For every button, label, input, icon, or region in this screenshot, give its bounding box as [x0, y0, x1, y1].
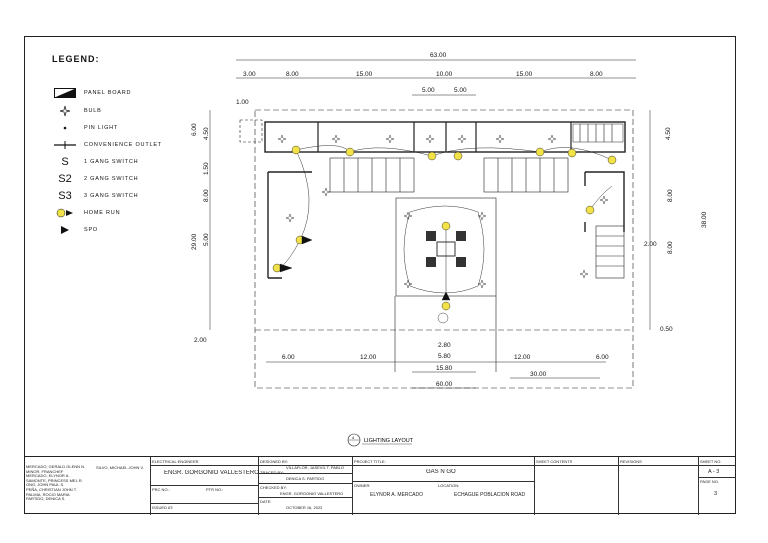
legend-item-home-run: HOME RUN: [52, 206, 120, 220]
dim-left: 8.00: [203, 189, 210, 202]
switch-symbol: S2: [58, 173, 72, 185]
dim-bottom: 2.80: [438, 342, 451, 349]
dim-top: 3.00: [243, 71, 256, 78]
legend-label: PIN LIGHT: [84, 125, 119, 131]
legend-label: BULB: [84, 108, 102, 114]
sheet-no: A - 3: [708, 469, 720, 475]
legend-item-panel-board: PANEL BOARD: [52, 86, 131, 100]
owner-label: OWNER:: [354, 483, 371, 488]
dim-bottom: 6.00: [282, 354, 295, 361]
dim-top-total: 63.00: [430, 52, 447, 59]
switch-symbol: S3: [58, 190, 72, 202]
designed-by-label: DESIGNED BY:: [260, 459, 289, 464]
bulb-icon: [52, 105, 78, 117]
project-title-label: PROJECT TITLE:: [354, 459, 386, 464]
legend-label: PANEL BOARD: [84, 90, 132, 96]
home-run-markers: [272, 145, 617, 324]
dim-left: 1.00: [236, 99, 249, 106]
dim-bottom: 12.00: [360, 354, 377, 361]
bulb-markers: [277, 134, 609, 289]
drawing-caption: 4 LIGHTING LAYOUT: [347, 433, 414, 447]
page-no: 3: [714, 491, 718, 497]
dim-bottom: 5.80: [438, 353, 451, 360]
legend-item-1-gang: S 1 GANG SWITCH: [52, 155, 138, 169]
dim-bottom-total: 60.00: [436, 381, 453, 388]
convenience-outlet-icon: [52, 141, 78, 149]
legend-title: LEGEND:: [52, 54, 100, 64]
dim-right: 38.00: [701, 211, 708, 228]
location: ECHAGUE POBLACION ROAD: [454, 492, 526, 498]
dim-right: 2.00: [644, 241, 657, 248]
dim-top: 15.00: [516, 71, 533, 78]
dim-bottom: 30.00: [530, 371, 547, 378]
dim-right: 4.50: [665, 127, 672, 140]
dim-left: 1.50: [203, 162, 210, 175]
dimension-labels: 63.00 3.00 8.00 15.00 10.00 15.00 8.00 5…: [191, 52, 708, 388]
dim-top: 10.00: [436, 71, 453, 78]
traced-by-label: TRACED BY:: [260, 470, 284, 475]
dim-left: 6.00: [191, 123, 198, 136]
legend-item-outlet: CONVENIENCE OUTLET: [52, 138, 162, 152]
traced-by: DENICA S. PARTIDO: [286, 476, 325, 481]
legend-label: 2 GANG SWITCH: [84, 176, 139, 182]
page-no-label: PAGE NO.: [700, 479, 720, 484]
home-run-icon: [52, 208, 78, 218]
legend-label: 3 GANG SWITCH: [84, 193, 139, 199]
owner: ELYNOR A. MERCADO: [370, 492, 423, 498]
spo-icon: [52, 225, 78, 235]
dim-top: 8.00: [286, 71, 299, 78]
caption-number: 4: [352, 435, 355, 440]
caption-title: LIGHTING LAYOUT: [364, 438, 414, 444]
switch-symbol: S: [61, 156, 69, 168]
date-label: DATE:: [260, 499, 272, 504]
designed-by: VILLAFLOR, JASEVIL T. PABLO: [286, 465, 344, 470]
dim-top-mid: 5.00: [422, 87, 435, 94]
revisions-label: REVISIONS: [620, 459, 642, 464]
legend-item-bulb: BULB: [52, 104, 102, 118]
checked-by-label: CHECKED BY:: [260, 485, 287, 490]
dim-right: 0.50: [660, 326, 673, 333]
legend-item-2-gang: S2 2 GANG SWITCH: [52, 172, 138, 186]
pin-light-icon: [52, 124, 78, 132]
dim-top: 8.00: [590, 71, 603, 78]
date: OCTOBER 16, 2023: [286, 505, 323, 510]
panel-board-icon: [52, 88, 78, 98]
dim-top-mid: 5.00: [454, 87, 467, 94]
property-boundary: [254, 109, 634, 389]
ee-label: ELECTRICAL ENGINEER: [152, 459, 199, 464]
team-member: SILVO, MICHAEL JOHN V.: [96, 465, 144, 470]
dim-left: 29.00: [191, 233, 198, 250]
ptr-label: PTR NO.:: [206, 487, 224, 492]
legend: LEGEND: PANEL BOARD BULB PIN LIGHT CONVE…: [52, 54, 202, 234]
dim-top: 15.00: [356, 71, 373, 78]
checked-by: ENGR. GORGONIO VALLESTERO: [280, 491, 344, 496]
dim-bottom: 15.80: [436, 365, 453, 372]
legend-label: CONVENIENCE OUTLET: [84, 142, 162, 148]
dim-left-bottom: 2.00: [194, 337, 207, 344]
dim-right: 8.00: [667, 241, 674, 254]
legend-label: HOME RUN: [84, 210, 121, 216]
legend-item-pin-light: PIN LIGHT: [52, 121, 118, 135]
sheet-contents-label: SHEET CONTENTS: [536, 459, 573, 464]
dim-left: 5.00: [203, 233, 210, 246]
location-label: LOCATION:: [438, 483, 460, 488]
legend-item-spo: SPO: [52, 223, 98, 237]
engineer-name: ENGR. GORGONIO VALLESTERO: [164, 470, 259, 476]
drawing-sheet-border: [24, 36, 736, 514]
title-block: MERCADO, GERALD GLENN N.MINOR, FRANCHEF …: [24, 456, 736, 515]
dim-bottom: 12.00: [514, 354, 531, 361]
sheet-no-label: SHEET NO.: [700, 459, 722, 464]
dimension-lines: [209, 59, 651, 389]
legend-label: SPO: [84, 227, 99, 233]
dim-bottom: 6.00: [596, 354, 609, 361]
project-title: GAS N GO: [426, 469, 456, 475]
team-list: MERCADO, GERALD GLENN N.MINOR, FRANCHEF …: [26, 465, 86, 502]
issued-label: ISSUED AT:: [152, 505, 174, 510]
legend-label: 1 GANG SWITCH: [84, 159, 139, 165]
legend-item-3-gang: S3 3 GANG SWITCH: [52, 189, 138, 203]
dim-right: 8.00: [667, 189, 674, 202]
dim-left: 4.50: [203, 127, 210, 140]
prc-label: PRC NO.:: [152, 487, 170, 492]
